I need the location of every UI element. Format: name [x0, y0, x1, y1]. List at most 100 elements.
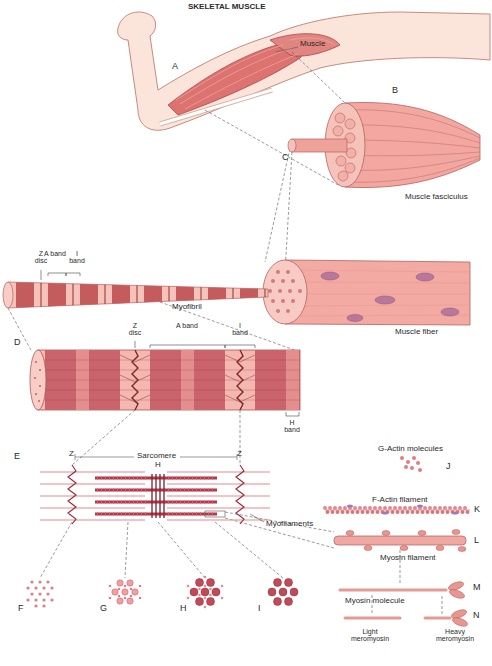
sarcomere-cylinder: [35, 361, 37, 363]
myofibril: [41, 270, 42, 280]
cross-section-g: [109, 585, 112, 588]
cross-section-f: [50, 598, 53, 601]
cross-section-f: [34, 598, 37, 601]
f-actin: [347, 504, 458, 514]
myofibril: [8, 282, 268, 308]
cross-section-g: [127, 598, 133, 604]
muscle-bundle: [345, 163, 355, 173]
sarcomere-cylinder: [38, 350, 300, 410]
cross-section-h: [187, 597, 190, 600]
muscle-bundle: [325, 102, 480, 187]
part-label: H: [155, 461, 161, 469]
g-actin: [400, 456, 422, 472]
sarcomere-cylinder: [34, 361, 41, 402]
cross-section-f: [30, 580, 33, 583]
cross-section-i: [268, 579, 298, 606]
g-actin: [412, 456, 416, 460]
g-actin: [410, 466, 414, 470]
cross-section-h: [207, 598, 215, 606]
cross-section-h: [190, 588, 198, 596]
callout-letter: G: [100, 604, 107, 613]
cross-section-i: [279, 588, 287, 596]
part-label: Heavy meromyosin: [430, 628, 480, 643]
zoom-guide: [40, 522, 72, 578]
myofibril: [41, 270, 80, 280]
part-label: Z: [237, 450, 242, 458]
muscle-fiber: [347, 315, 363, 322]
sarcomere-cylinder: [34, 377, 36, 379]
cross-section-g: [124, 597, 127, 600]
muscle-fiber: [276, 270, 280, 274]
muscle-fiber: [263, 260, 307, 324]
cross-section-h: [196, 598, 204, 606]
sarcomere-cylinder: [30, 341, 330, 416]
myosin-filament: [346, 531, 354, 536]
muscle-fiber: [321, 272, 459, 322]
part-label: I band: [231, 322, 249, 337]
zoom-guide: [265, 139, 292, 262]
zoom-guide: [125, 522, 128, 578]
muscle-bundle: [335, 113, 345, 123]
sarcomere-cylinder: [132, 350, 138, 410]
cross-section-g: [130, 595, 133, 598]
sarcomere-cylinder: [286, 412, 299, 416]
cross-section-h: [198, 594, 201, 597]
sarcomere-cylinder: [39, 369, 41, 371]
cross-section-g: [117, 598, 123, 604]
sarcomere-filaments: [236, 465, 244, 524]
part-label: H band: [281, 419, 303, 434]
fasciculus: [292, 139, 347, 152]
cross-section-g: [132, 589, 138, 595]
cross-section-g: [117, 580, 123, 586]
cross-section-g: [109, 580, 142, 604]
callout-letter: N: [473, 611, 480, 620]
cross-section-g: [118, 595, 121, 598]
myosin-filament: [458, 547, 466, 552]
zoom-guide: [160, 302, 300, 352]
g-actin: [416, 461, 420, 465]
cross-section-i: [274, 579, 282, 587]
g-actin: [406, 460, 410, 464]
cross-section-i: [274, 598, 282, 606]
zoom-guide: [442, 596, 443, 614]
f-actin: [325, 504, 470, 514]
myofibril: [48, 273, 66, 276]
myofibril: [3, 270, 268, 320]
callout-letter: L: [474, 536, 479, 545]
cross-section-f: [46, 580, 49, 583]
f-actin: [452, 511, 458, 514]
muscle-bundle: [345, 119, 355, 129]
muscle-fiber: [288, 289, 292, 293]
muscle-fiber: [416, 273, 434, 281]
part-label: Light meromyosin: [345, 628, 395, 643]
arm-drawing: [118, 12, 490, 130]
myosin-filament: [346, 530, 466, 552]
part-label: Muscle fasciculus: [405, 193, 468, 201]
part-label: Myosin molecule: [345, 597, 405, 605]
myosin-filament: [400, 546, 408, 551]
part-label: Myosin filament: [380, 554, 436, 562]
muscle-bundle: [333, 126, 343, 136]
muscle-fiber: [285, 260, 470, 325]
myofibril: [66, 273, 80, 276]
cross-section-f: [50, 586, 53, 589]
cross-section-g: [122, 589, 128, 595]
muscle-fiber: [281, 299, 285, 303]
arm-drawing: [118, 12, 490, 130]
fasciculus: [288, 139, 347, 152]
meromyosin: [425, 617, 450, 620]
cross-section-i: [290, 588, 298, 596]
muscle-fiber: [278, 289, 282, 293]
cross-section-g: [118, 588, 121, 591]
callout-letter: J: [446, 462, 451, 471]
leader-line: [250, 514, 264, 522]
myofibril: [16, 275, 34, 315]
muscle-fiber: [441, 308, 459, 316]
zoom-guide: [8, 308, 32, 352]
cross-section-h: [204, 585, 207, 588]
myosin-filament: [436, 546, 444, 551]
g-actin: [404, 465, 408, 469]
cross-section-g: [112, 589, 118, 595]
callout-letter: E: [14, 452, 20, 461]
